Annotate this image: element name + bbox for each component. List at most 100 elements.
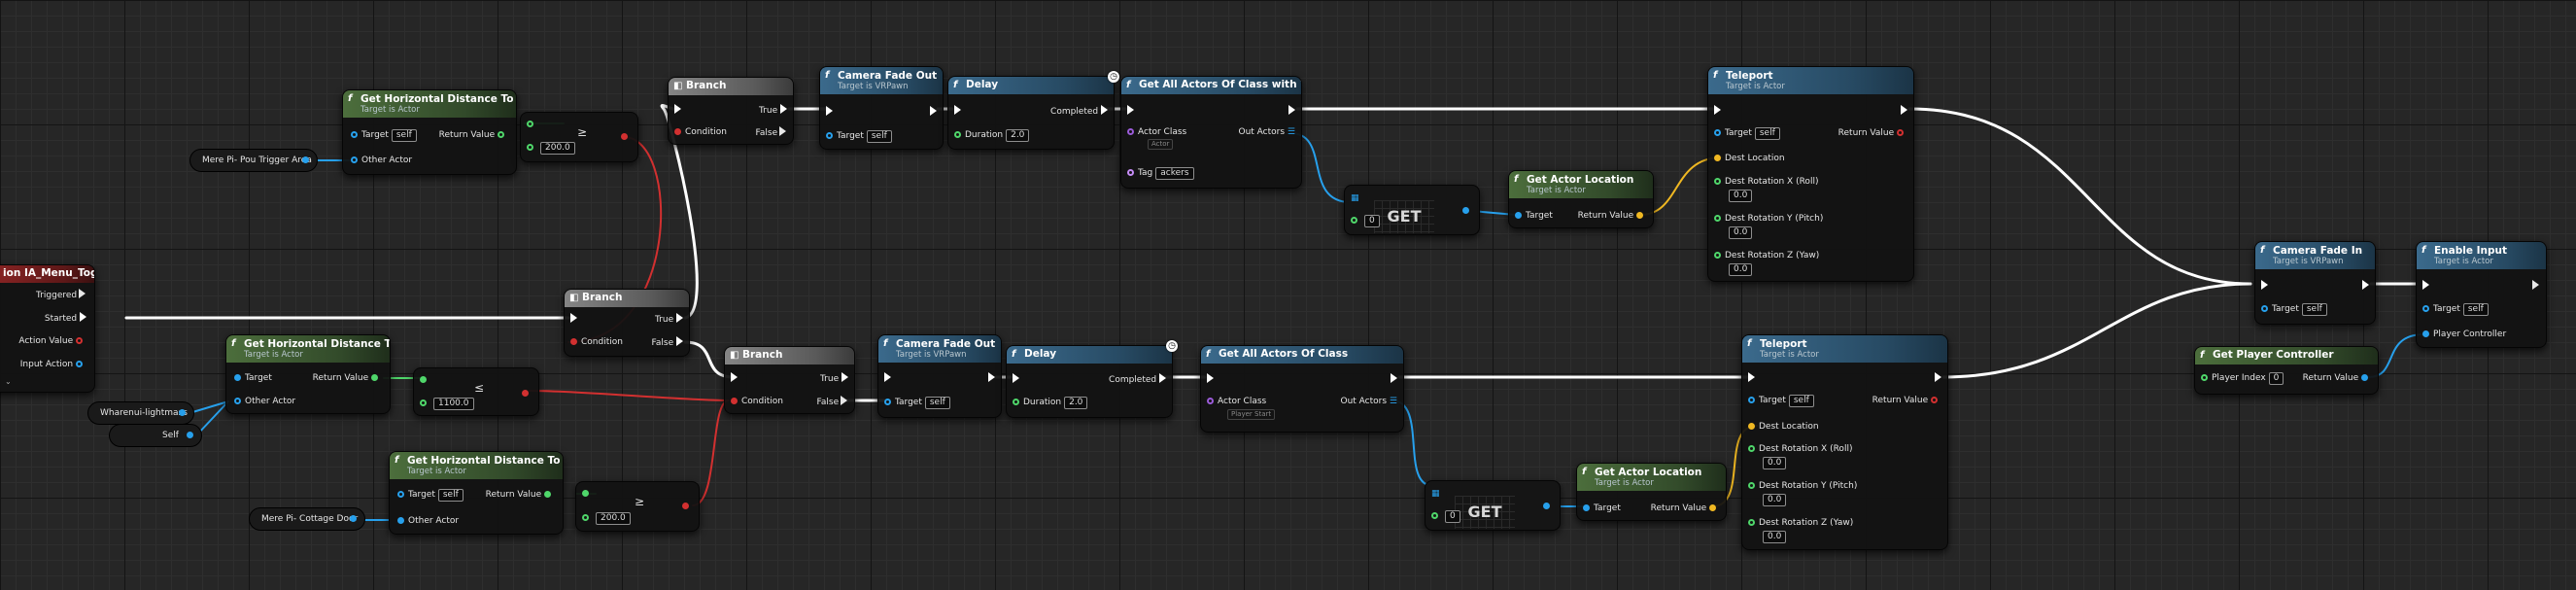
rot-z-field[interactable]: 0.0 [1729, 263, 1753, 276]
other-actor-pin[interactable] [234, 398, 241, 404]
out-actors-array-pin[interactable]: ☰ [1287, 127, 1295, 137]
other-actor-pin[interactable] [351, 156, 358, 163]
input-action-pin[interactable] [76, 361, 83, 367]
rot-y-field[interactable]: 0.0 [1763, 494, 1787, 506]
exec-in-pin[interactable] [2261, 280, 2268, 290]
target-field[interactable]: self [2301, 303, 2327, 316]
exec-in-pin[interactable] [1207, 373, 1214, 383]
duration-pin[interactable] [1013, 399, 1019, 405]
array-in-pin[interactable]: ▦ [1351, 193, 1359, 203]
b-pin[interactable] [582, 514, 589, 521]
result-pin[interactable] [682, 503, 689, 509]
b-pin[interactable] [527, 144, 533, 151]
exec-out-pin[interactable] [2362, 280, 2369, 290]
condition-pin[interactable] [731, 398, 738, 404]
exec-in-pin[interactable] [1714, 105, 1721, 115]
target-pin[interactable] [351, 131, 358, 138]
index-field[interactable]: 0 [1364, 215, 1380, 227]
true-exec-pin[interactable] [841, 372, 848, 382]
target-pin[interactable] [884, 399, 891, 405]
return-value-pin[interactable] [1709, 504, 1716, 511]
expand-chevron-icon[interactable]: ⌄ [5, 377, 12, 386]
event-node-ia-menu-toggle-right[interactable]: ion IA_Menu_Toggle_Right Triggered Start… [0, 264, 95, 393]
index-field[interactable]: 0 [1445, 510, 1460, 523]
branch-node-top[interactable]: ◧Branch True Condition False [668, 77, 794, 145]
false-exec-pin[interactable] [676, 336, 683, 346]
return-value-pin[interactable] [1636, 212, 1643, 219]
actor-class-pin[interactable] [1127, 128, 1134, 135]
self-pin[interactable] [187, 432, 193, 438]
exec-out-pin[interactable] [1288, 105, 1295, 115]
target-field[interactable]: self [924, 397, 950, 409]
return-value-pin[interactable] [2361, 374, 2368, 381]
false-exec-pin[interactable] [779, 126, 787, 136]
target-pin[interactable] [1714, 129, 1721, 136]
compare-float-node-2[interactable]: 1100.0 ≤ [413, 367, 539, 416]
target-pin[interactable] [2422, 305, 2429, 312]
branch-node-bottom[interactable]: ◧Branch True Condition False [724, 346, 855, 414]
exec-out-pin[interactable] [988, 372, 995, 382]
a-pin[interactable] [527, 121, 533, 127]
dest-location-pin[interactable] [1714, 155, 1721, 161]
rot-x-pin[interactable] [1748, 445, 1755, 452]
exec-in-pin[interactable] [1127, 105, 1134, 115]
rot-z-pin[interactable] [1748, 519, 1755, 526]
cottage-door-pin[interactable] [350, 515, 357, 522]
item-out-pin[interactable] [1543, 503, 1550, 509]
compare-value-field[interactable]: 200.0 [540, 142, 575, 155]
actor-class-dropdown[interactable]: Player Start [1227, 409, 1276, 420]
target-field[interactable]: self [2462, 303, 2489, 316]
return-value-pin[interactable] [544, 491, 551, 498]
array-get-node-2[interactable]: GET ▦ 0 [1425, 480, 1561, 531]
return-value-pin[interactable] [498, 131, 504, 138]
triggered-exec-pin[interactable] [79, 289, 86, 298]
condition-pin[interactable] [674, 128, 681, 135]
a-pin[interactable] [582, 490, 589, 497]
result-pin[interactable] [621, 133, 628, 140]
rot-z-field[interactable]: 0.0 [1763, 531, 1787, 543]
lightmass-pin[interactable] [179, 409, 186, 416]
tag-pin[interactable] [1127, 169, 1134, 176]
b-pin[interactable] [420, 399, 427, 406]
trigger-area-variable[interactable]: Mere Pi- Pou Trigger Area [189, 149, 318, 172]
rot-y-pin[interactable] [1748, 482, 1755, 489]
target-field[interactable]: self [437, 489, 464, 502]
target-field[interactable]: self [391, 129, 417, 142]
other-actor-pin[interactable] [397, 517, 404, 524]
target-pin[interactable] [826, 132, 833, 139]
player-controller-pin[interactable] [2422, 330, 2429, 337]
completed-exec-pin[interactable] [1159, 373, 1166, 383]
rot-x-pin[interactable] [1714, 178, 1721, 185]
target-field[interactable]: self [1788, 395, 1814, 407]
exec-in-pin[interactable] [570, 313, 577, 323]
target-pin[interactable] [1515, 212, 1522, 219]
exec-out-pin[interactable] [1935, 372, 1941, 382]
cottage-door-variable[interactable]: Mere Pi- Cottage Door [249, 507, 365, 531]
a-pin[interactable] [420, 376, 427, 383]
tag-field[interactable]: ackers [1155, 167, 1194, 180]
rot-z-pin[interactable] [1714, 252, 1721, 259]
rot-x-field[interactable]: 0.0 [1729, 190, 1753, 202]
rot-y-pin[interactable] [1714, 215, 1721, 222]
exec-out-pin[interactable] [930, 106, 937, 116]
array-get-node-1[interactable]: GET ▦ 0 [1344, 185, 1480, 235]
return-value-pin[interactable] [1931, 397, 1938, 403]
exec-in-pin[interactable] [731, 372, 738, 382]
compare-float-node-1[interactable]: 200.0 ≥ [520, 112, 638, 162]
true-exec-pin[interactable] [676, 313, 683, 323]
self-variable[interactable]: Self [109, 424, 202, 447]
exec-in-pin[interactable] [826, 106, 833, 116]
index-pin[interactable] [1351, 217, 1357, 224]
target-pin[interactable] [397, 491, 404, 498]
player-index-field[interactable]: 0 [2268, 372, 2284, 385]
target-pin[interactable] [1748, 397, 1755, 403]
